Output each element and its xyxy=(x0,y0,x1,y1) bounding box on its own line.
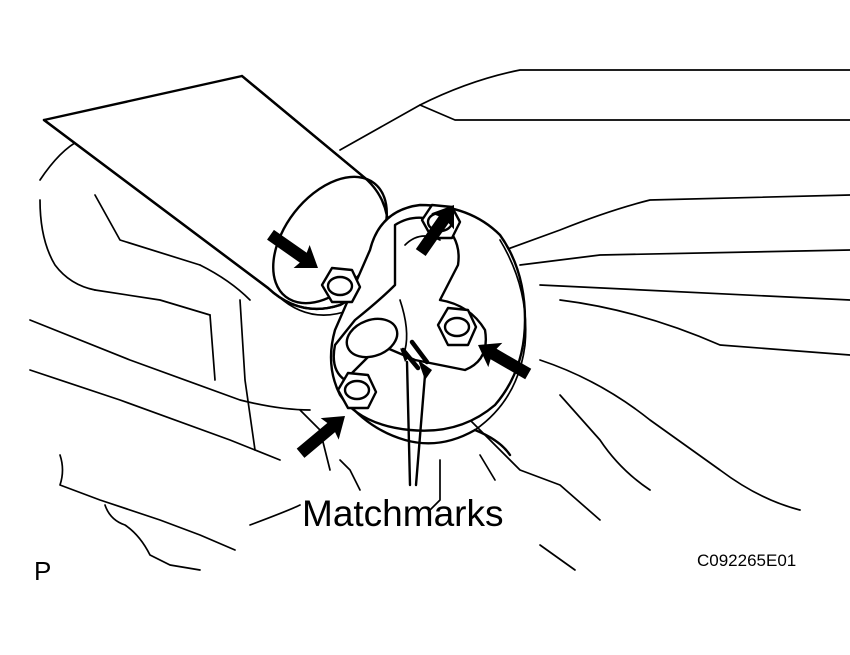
figure-code: C092265E01 xyxy=(697,551,796,570)
view-letter: P xyxy=(34,556,51,586)
bolt-arrows xyxy=(267,205,532,458)
leader-line-left xyxy=(405,360,412,487)
arrow-upper-bolt xyxy=(415,205,454,256)
matchmark-indicators xyxy=(400,339,432,487)
bolt-lower xyxy=(336,371,378,410)
vehicle-underbody-outline xyxy=(29,69,850,571)
bolt-left xyxy=(320,266,362,304)
arrow-lower-bolt xyxy=(296,416,345,458)
arrow-left-bolt xyxy=(267,229,318,268)
matchmarks-label: Matchmarks xyxy=(302,493,503,534)
bolt-right xyxy=(436,306,478,347)
leader-line-right xyxy=(414,373,427,487)
arrow-right-bolt xyxy=(478,342,532,380)
